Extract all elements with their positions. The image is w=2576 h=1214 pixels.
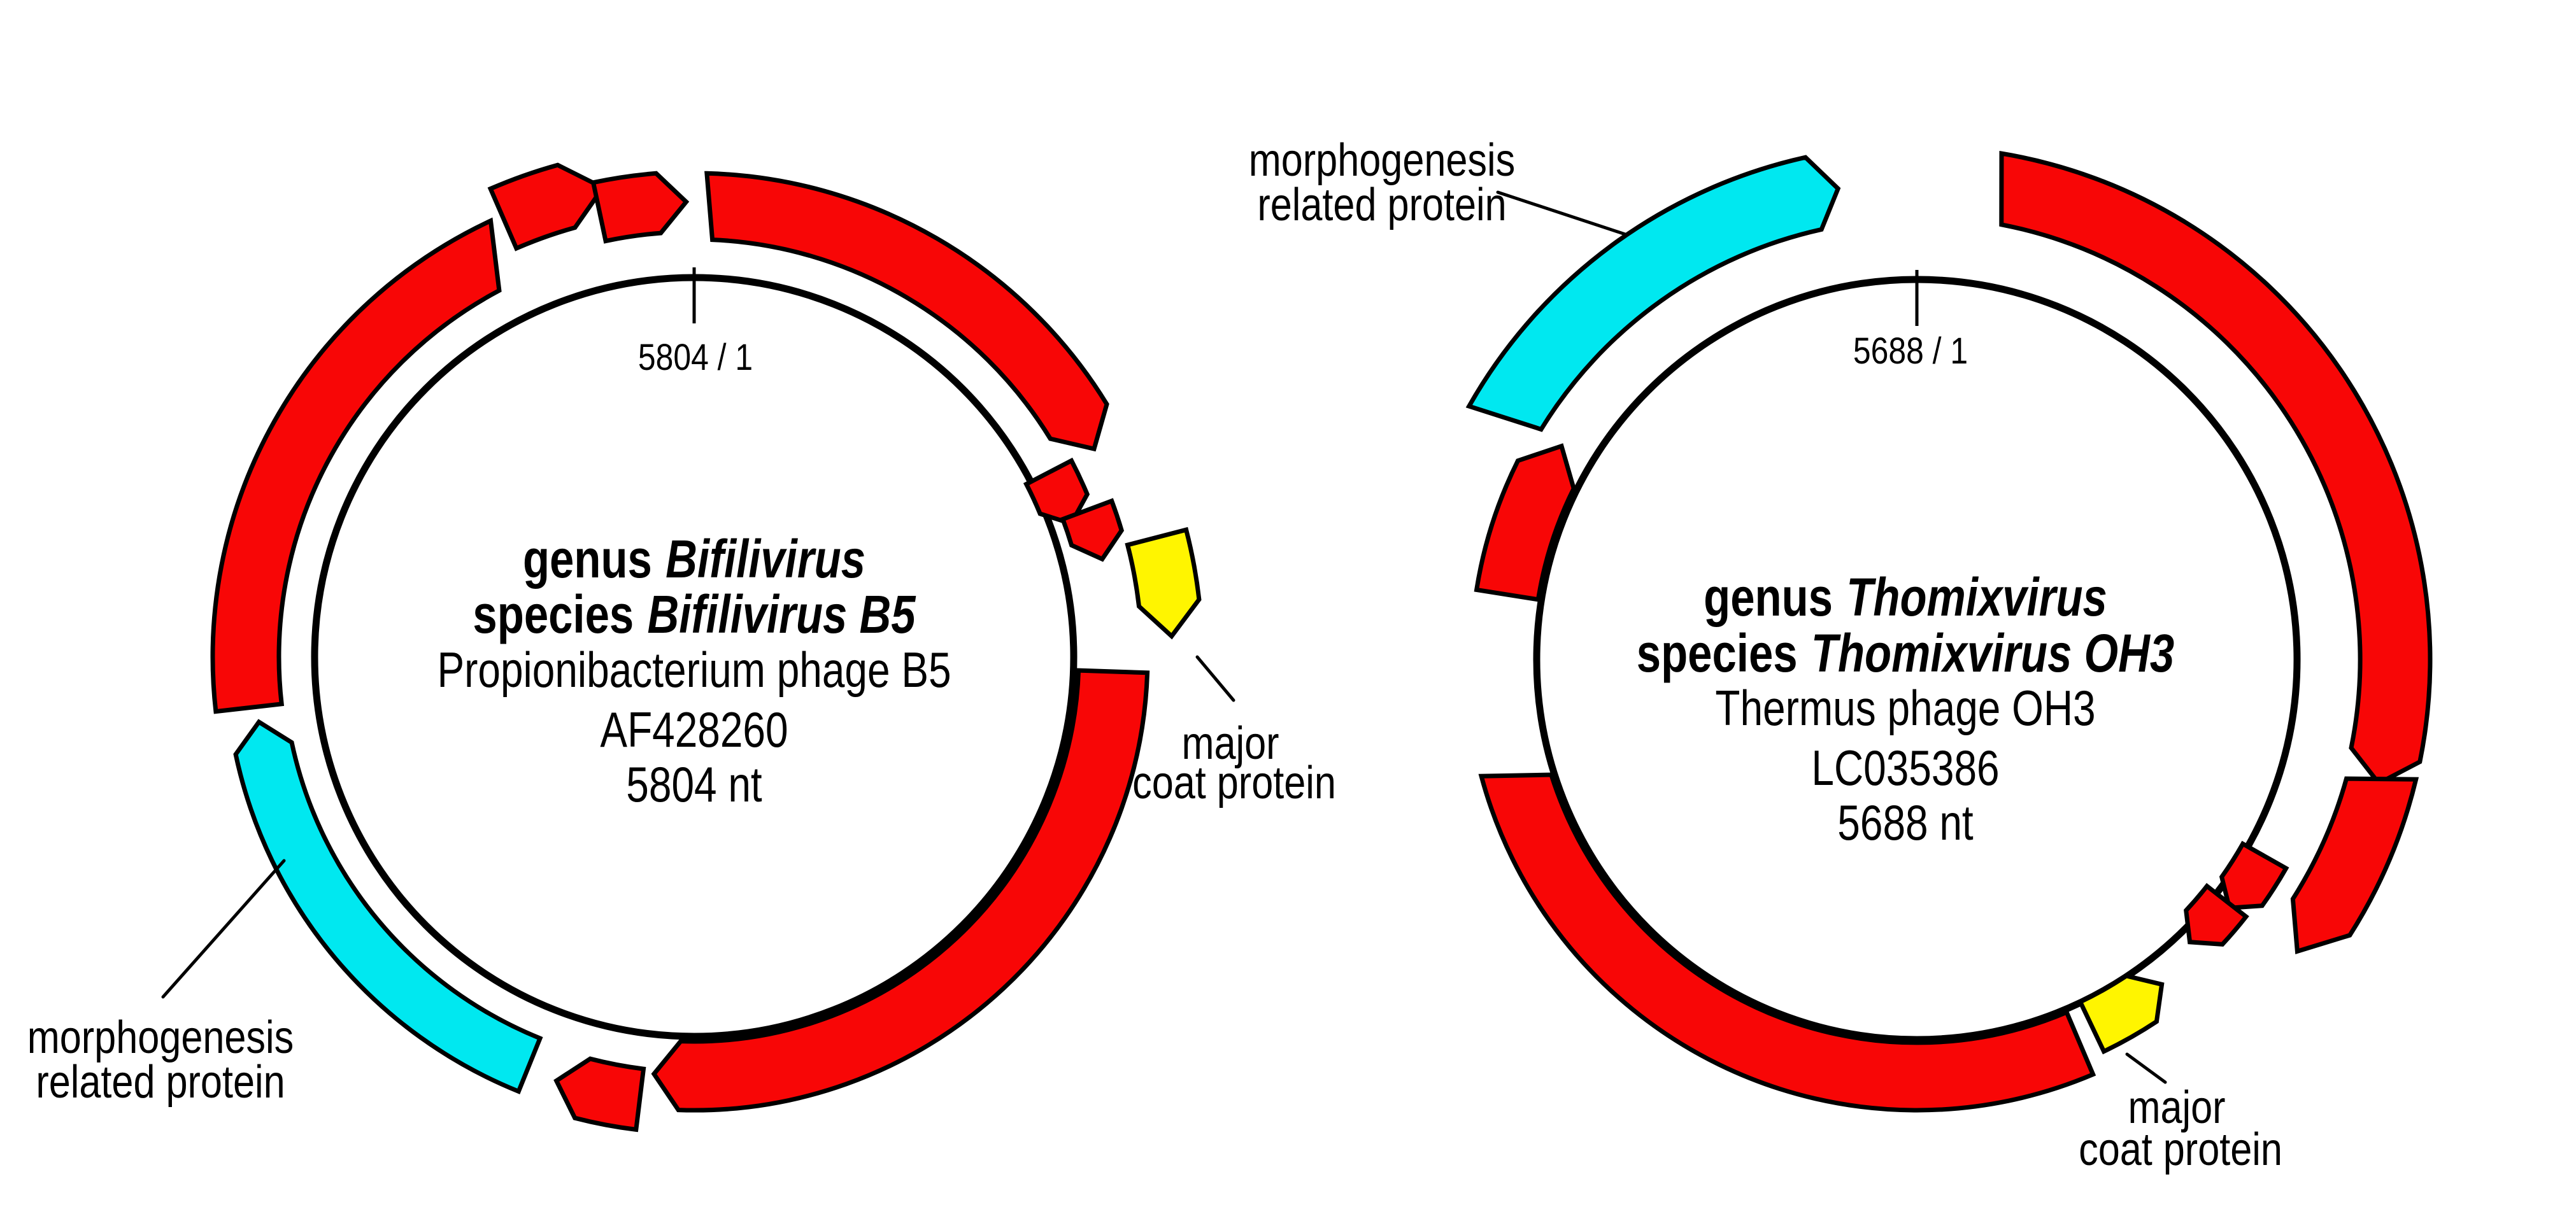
gene-arc	[487, 162, 606, 251]
genome-length: 5804 nt	[626, 756, 762, 812]
gene-arc	[704, 171, 1109, 452]
genus-label: genus	[522, 529, 652, 589]
gene-arc	[1999, 150, 2433, 786]
gene-arc	[553, 1056, 646, 1133]
major-coat-label-line1: major	[2128, 1082, 2226, 1133]
gene-arc	[1474, 443, 1576, 602]
major-coat-label-line2: coat protein	[1132, 758, 1336, 808]
major-coat-label-line2: coat protein	[2079, 1124, 2282, 1175]
species-label: species	[1636, 623, 1798, 683]
species-name: Thomixvirus OH3	[1811, 623, 2175, 683]
genus-name: Thomixvirus	[1846, 567, 2107, 627]
origin-label: 5688 / 1	[1853, 330, 1968, 372]
morphogenesis-related-protein-gene	[1465, 155, 1841, 432]
gene-arrow-small	[1060, 498, 1125, 562]
gene-arrow-small	[1023, 457, 1090, 526]
gene-arc	[590, 171, 690, 244]
major-coat-label-line1: major	[1181, 718, 1279, 769]
morphogenesis-leader-line	[1496, 190, 1627, 236]
gene-arc	[651, 668, 1150, 1113]
host-name: Thermus phage OH3	[1715, 680, 2096, 736]
major-coat-leader-line	[2125, 1052, 2167, 1084]
accession-number: AF428260	[600, 702, 788, 758]
genome-map-left	[161, 162, 1235, 1133]
major-coat-leader-line	[1195, 655, 1235, 702]
morphogenesis-label-line1: morphogenesis	[1248, 135, 1516, 186]
gene-arrow-small	[2184, 882, 2249, 947]
morphogenesis-related-protein-gene	[233, 719, 543, 1094]
major-coat-protein-gene	[2077, 973, 2165, 1055]
genome-length: 5688 nt	[1837, 794, 1974, 851]
genus-name: Bifilivirus	[665, 529, 866, 589]
morphogenesis-label-line1: morphogenesis	[27, 1012, 294, 1063]
host-name: Propionibacterium phage B5	[437, 642, 951, 698]
morphogenesis-leader-line	[161, 859, 286, 999]
genus-label: genus	[1704, 567, 1833, 627]
major-coat-protein-gene	[1125, 526, 1202, 640]
morphogenesis-label-line2: related protein	[1257, 180, 1507, 230]
origin-label: 5804 / 1	[637, 337, 753, 378]
gene-arc	[1478, 772, 2096, 1113]
gene-arrow-small	[2219, 840, 2289, 910]
gene-arc	[2290, 776, 2419, 955]
gene-arc	[210, 217, 502, 714]
genome-map-right	[1465, 150, 2433, 1113]
species-name: Bifilivirus B5	[647, 584, 916, 644]
morphogenesis-label-line2: related protein	[36, 1057, 285, 1108]
species-label: species	[473, 584, 634, 644]
accession-number: LC035386	[1811, 740, 2000, 796]
